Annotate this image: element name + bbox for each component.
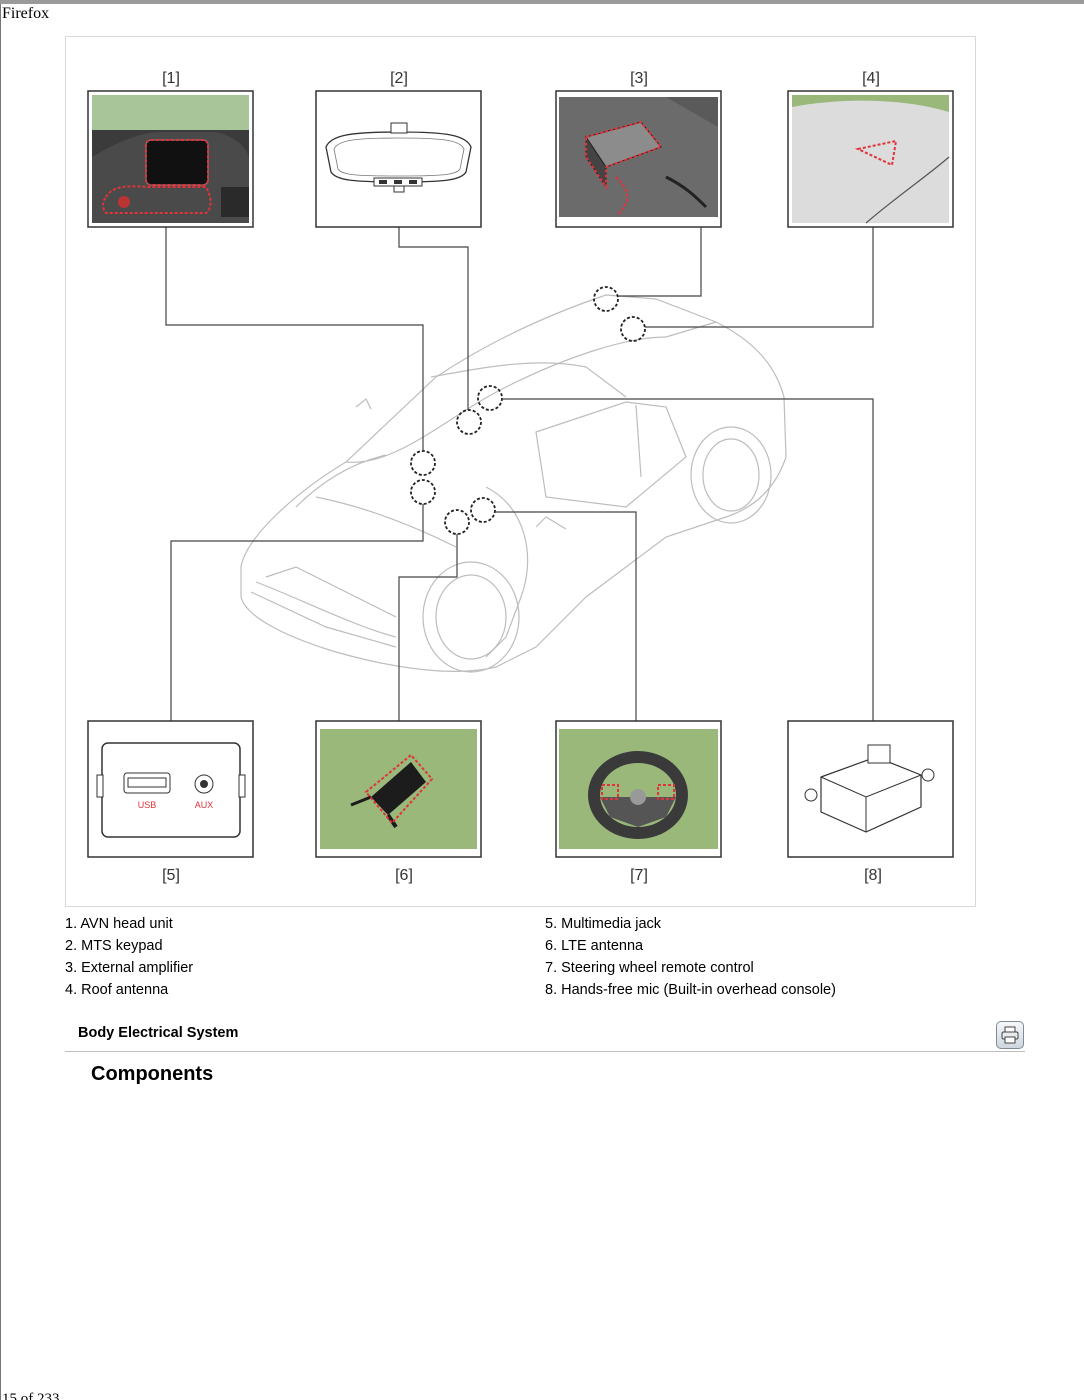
section-divider [65,1051,1025,1052]
legend-item: 1. AVN head unit [65,916,173,932]
panel-roof-antenna [787,90,954,228]
aux-label: AUX [195,800,214,810]
panel-multimedia-jack: USB AUX [87,720,254,858]
printer-icon [1001,1026,1019,1044]
legend-left: 1. AVN head unit 2. MTS keypad 3. Extern… [65,913,193,1001]
page-title: Components [91,1063,214,1085]
leader-lines [165,227,874,721]
legend-item: 3. External amplifier [65,960,194,976]
locator-circles [410,286,646,535]
usb-label: USB [138,800,157,810]
panel-hands-free-mic [787,720,954,858]
legend-item: 8. Hands-free mic (Built-in overhead con… [545,982,836,998]
page-left-border [0,4,1,1400]
callout-3: [3] [630,70,648,87]
panel-steering-wheel-remote [555,720,722,858]
panel-external-amplifier [555,90,722,228]
callout-1: [1] [162,70,180,87]
callout-7: [7] [630,867,648,884]
callout-6: [6] [395,867,413,884]
car-illustration [240,294,787,673]
print-button[interactable] [996,1021,1024,1049]
callout-2: [2] [390,70,408,87]
legend-right: 5. Multimedia jack 6. LTE antenna 7. Ste… [545,913,836,1001]
legend-item: 6. LTE antenna [545,938,644,954]
browser-name: Firefox [2,5,50,22]
legend-item: 2. MTS keypad [65,938,163,954]
callout-8: [8] [864,867,882,884]
components-figure: [1] [2] [3] [4] [5] [6] [7] [8] [65,36,976,907]
browser-top-bar [0,0,1084,4]
callout-4: [4] [862,70,880,87]
panel-mts-keypad [315,90,482,228]
legend-item: 7. Steering wheel remote control [545,960,754,976]
page-indicator: 15 of 233 [2,1391,60,1400]
legend-item: 5. Multimedia jack [545,916,662,932]
section-title: Body Electrical System [78,1025,239,1041]
callout-5: [5] [162,867,180,884]
legend-item: 4. Roof antenna [65,982,169,998]
panel-lte-antenna [315,720,482,858]
panel-avn-head-unit [87,90,254,228]
